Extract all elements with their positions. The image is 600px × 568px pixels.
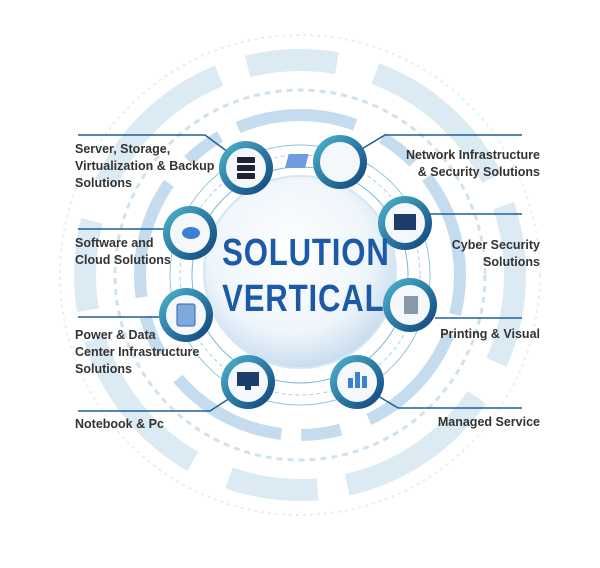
nodes bbox=[159, 135, 437, 409]
label-software-cloud: Software and Cloud Solutions bbox=[75, 235, 171, 269]
label-line: Server, Storage, bbox=[75, 142, 171, 156]
label-line: Solutions bbox=[75, 176, 132, 190]
label-line: Cloud Solutions bbox=[75, 253, 171, 267]
label-server-storage: Server, Storage, Virtualization & Backup… bbox=[75, 141, 214, 192]
printer-icon bbox=[404, 296, 418, 314]
security-icon bbox=[394, 214, 416, 230]
network-icon bbox=[284, 154, 309, 168]
label-line: Power & Data bbox=[75, 328, 156, 342]
label-notebook-pc: Notebook & Pc bbox=[75, 416, 164, 433]
node-network bbox=[284, 135, 367, 189]
node-cyber bbox=[378, 196, 432, 250]
title-line-2: VERTICAL bbox=[222, 278, 385, 320]
label-line: Managed Service bbox=[437, 415, 540, 429]
label-line: Notebook & Pc bbox=[75, 417, 164, 431]
label-power-data-center: Power & Data Center Infrastructure Solut… bbox=[75, 327, 199, 378]
cloud-icon bbox=[182, 227, 200, 239]
node-notebook bbox=[221, 355, 275, 409]
label-line: & Security Solutions bbox=[417, 165, 540, 179]
computer-icon bbox=[237, 372, 259, 390]
background-rings bbox=[59, 34, 541, 516]
label-printing-visual: Printing & Visual bbox=[440, 326, 540, 343]
label-line: Software and bbox=[75, 236, 154, 250]
label-line: Center Infrastructure bbox=[75, 345, 200, 359]
center-circle bbox=[203, 175, 397, 369]
label-managed-service: Managed Service bbox=[438, 414, 540, 431]
node-printing bbox=[383, 278, 437, 332]
node-power bbox=[159, 288, 213, 342]
connector-lines bbox=[78, 134, 522, 412]
label-line: Virtualization & Backup bbox=[75, 159, 215, 173]
managed-service-icon bbox=[348, 372, 367, 388]
server-icon bbox=[237, 157, 255, 179]
title-line-1: SOLUTION bbox=[222, 232, 390, 274]
label-line: Solutions bbox=[483, 255, 540, 269]
node-managed bbox=[330, 355, 384, 409]
node-cloud bbox=[163, 206, 217, 260]
label-network: Network Infrastructure & Security Soluti… bbox=[406, 147, 540, 181]
node-server bbox=[219, 141, 273, 195]
label-line: Printing & Visual bbox=[440, 327, 540, 341]
label-line: Network Infrastructure bbox=[405, 148, 540, 162]
label-line: Solutions bbox=[75, 362, 132, 376]
data-center-icon bbox=[176, 303, 196, 327]
label-line: Cyber Security bbox=[451, 238, 540, 252]
label-cyber-security: Cyber Security Solutions bbox=[452, 237, 540, 271]
